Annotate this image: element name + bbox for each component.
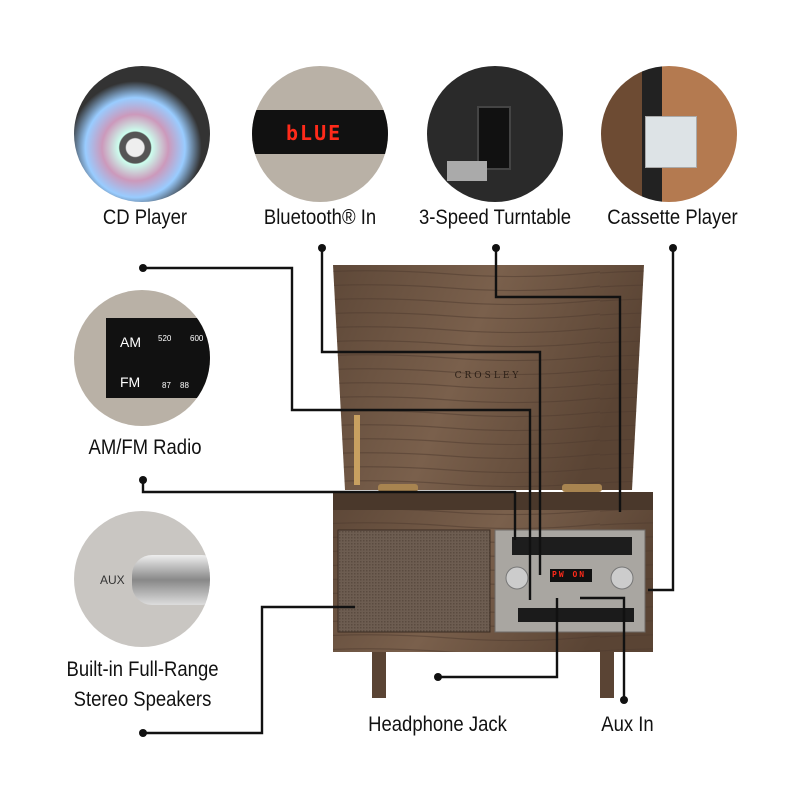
callout-lines <box>141 248 675 735</box>
leg <box>600 652 614 698</box>
brand-logo: CROSLEY <box>455 371 522 381</box>
cassette-inset <box>601 66 737 202</box>
label-speakers-1: Built-in Full-Range <box>66 658 219 681</box>
turntable-lid: CROSLEY <box>333 265 644 490</box>
label-headphone: Headphone Jack <box>368 713 507 736</box>
radio-dial <box>512 537 632 555</box>
bluetooth-inset: bLUE <box>252 66 388 202</box>
label-speakers-2: Stereo Speakers <box>73 688 212 711</box>
speaker-grille <box>337 529 491 633</box>
label-turntable: 3-Speed Turntable <box>418 206 572 229</box>
label-cd-player: CD Player <box>102 206 188 229</box>
label-bluetooth: Bluetooth® In <box>263 206 377 229</box>
label-aux: Aux In <box>601 713 654 736</box>
label-cassette: Cassette Player <box>607 206 738 229</box>
cd-slot <box>518 608 634 622</box>
display-panel <box>550 569 592 582</box>
leg <box>372 652 386 698</box>
cd-player-inset <box>74 66 210 202</box>
turntable-speed-inset <box>427 66 563 202</box>
cabinet <box>333 492 653 698</box>
aux-inset: AUX <box>74 511 210 647</box>
product-display-text: PW ON <box>552 570 587 579</box>
radio-inset: AM FM 520 600 87 88 <box>74 290 210 426</box>
label-radio: AM/FM Radio <box>88 436 202 459</box>
